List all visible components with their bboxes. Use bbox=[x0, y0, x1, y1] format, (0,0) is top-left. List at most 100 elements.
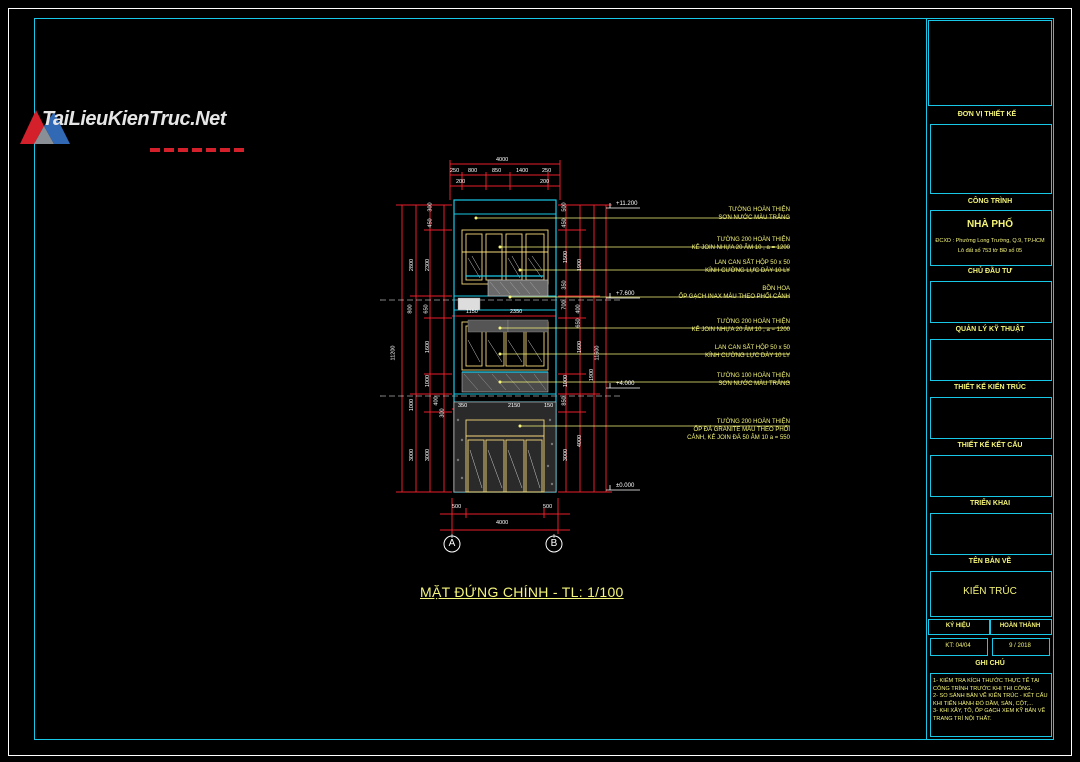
tb-hoan-thanh-cell bbox=[992, 638, 1050, 656]
tb-don-vi-box bbox=[930, 124, 1052, 194]
annotation-6: LAN CAN SẮT HỘP 50 x 50 KÍNH CƯỜNG LỰC D… bbox=[660, 344, 790, 360]
tb-ky-hieu-cell bbox=[930, 638, 988, 656]
dim-right-4: 1900 bbox=[577, 258, 584, 272]
dim-left-5: 800 bbox=[407, 304, 414, 314]
dim-mid-4: 2150 bbox=[508, 403, 521, 409]
tb-tk-kien-truc-label: THIẾT KẾ KIẾN TRÚC bbox=[954, 384, 1026, 391]
tb-note-1: 1- KIỂM TRA KÍCH THƯỚC THỰC TẾ TẠI bbox=[933, 678, 1040, 684]
dim-left-10: 1000 bbox=[409, 398, 416, 412]
annotation-8-line-2: ỐP ĐÁ GRANITE MÀU THEO PHỐI bbox=[693, 427, 790, 433]
annotation-3-line-1: LAN CAN SẮT HỘP 50 x 50 bbox=[714, 260, 790, 266]
dim-left-12: 3000 bbox=[409, 448, 416, 462]
dim-left-2: 450 bbox=[427, 218, 434, 228]
dim-left-6: 650 bbox=[423, 304, 430, 314]
annotation-1-line-1: TƯỜNG HOÀN THIỆN bbox=[728, 207, 791, 213]
outer-frame bbox=[8, 8, 1072, 756]
dim-top-3: 850 bbox=[492, 168, 502, 174]
tb-notes: 1- KIỂM TRA KÍCH THƯỚC THỰC TẾ TẠI CÔNG … bbox=[933, 678, 1049, 723]
tb-ten-ban-ve-label: TÊN BẢN VẼ bbox=[968, 558, 1012, 565]
dim-bottom-total: 4000 bbox=[496, 520, 509, 526]
tb-ky-hieu-label: KÝ HIỆU bbox=[945, 623, 971, 629]
tb-don-vi-label: ĐƠN VỊ THIẾT KẾ bbox=[957, 111, 1017, 118]
annotation-5-line-1: TƯỜNG 200 HOÀN THIỆN bbox=[716, 319, 790, 325]
grid-label-b: B bbox=[550, 538, 558, 549]
dim-bottom-3: 500 bbox=[543, 504, 553, 510]
dim-left-7: 1600 bbox=[425, 340, 432, 354]
tb-tk-ket-cau-box bbox=[930, 455, 1052, 497]
dim-left-13: 3000 bbox=[425, 448, 432, 462]
annotation-7-line-2: SƠN NƯỚC MÀU TRẮNG bbox=[718, 381, 790, 387]
tb-tk-ket-cau-label: THIẾT KẾ KẾT CẤU bbox=[957, 442, 1023, 449]
dim-top-6: 200 bbox=[456, 179, 466, 185]
tb-hoan-thanh-label: HOÀN THÀNH bbox=[999, 623, 1041, 629]
annotation-1-line-2: SƠN NƯỚC MÀU TRẮNG bbox=[718, 215, 790, 221]
dim-left-total: 11200 bbox=[390, 345, 397, 361]
tb-top-box bbox=[928, 20, 1052, 106]
annotation-2-line-2: KẺ JOIN NHỰA 20 ÂM 10 , a = 1200 bbox=[691, 245, 790, 251]
tb-hoan-thanh-header bbox=[990, 619, 1052, 635]
tb-hoan-thanh-value: 9 / 2018 bbox=[1009, 643, 1031, 649]
annotation-7: TƯỜNG 100 HOÀN THIỆN SƠN NƯỚC MÀU TRẮNG bbox=[660, 372, 790, 388]
dim-left-8: 1000 bbox=[425, 374, 432, 388]
dim-left-11: 300 bbox=[439, 408, 446, 418]
dim-mid-2: 2350 bbox=[510, 309, 523, 315]
dim-left-3: 2800 bbox=[409, 258, 416, 272]
annotation-2: TƯỜNG 200 HOÀN THIỆN KẺ JOIN NHỰA 20 ÂM … bbox=[640, 236, 790, 252]
dim-top-7: 200 bbox=[540, 179, 550, 185]
tb-ten-ban-ve-box bbox=[930, 571, 1052, 617]
annotation-4: BỒN HOA ỐP GẠCH INAX MÀU THEO PHỐI CẢNH bbox=[640, 285, 790, 301]
tb-trien-khai-box bbox=[930, 513, 1052, 555]
dim-right-2: 450 bbox=[561, 218, 568, 228]
level-4000: +4.000 bbox=[616, 381, 635, 387]
logo-mark bbox=[14, 104, 74, 152]
dim-mid-5: 150 bbox=[544, 403, 554, 409]
dim-right-3: 1500 bbox=[563, 250, 570, 264]
tb-project-name: NHÀ PHỐ bbox=[966, 219, 1014, 230]
dim-left-1: 300 bbox=[427, 202, 434, 212]
tb-quan-ly-label: QUẢN LÝ KỸ THUẬT bbox=[955, 326, 1025, 333]
dim-top-1: 250 bbox=[450, 168, 460, 174]
tb-ghi-chu-box bbox=[930, 673, 1052, 737]
dim-right-9: 1600 bbox=[577, 340, 584, 354]
annotation-5-line-2: KẺ JOIN NHỰA 20 ÂM 10 , a = 1200 bbox=[691, 327, 790, 333]
tb-address-2: Lô đất số 753 tờ BĐ số 05 bbox=[957, 248, 1023, 254]
tb-note-2: CÔNG TRÌNH TRƯỚC KHI THI CÔNG. bbox=[933, 685, 1033, 692]
dim-bottom-1: 500 bbox=[452, 504, 462, 510]
tb-note-4: KHI TIẾN HÀNH ĐỔ DẦM, SÀN, CỘT,... bbox=[933, 700, 1033, 707]
drawing-title: MẶT ĐỨNG CHÍNH - TL: 1/100 bbox=[420, 584, 624, 600]
dim-right-13: 3000 bbox=[563, 448, 570, 462]
tb-ky-hieu-value: KT: 04/04 bbox=[945, 643, 971, 649]
dim-right-1: 500 bbox=[561, 202, 568, 212]
dim-right-7: 400 bbox=[575, 304, 582, 314]
title-block-frame bbox=[926, 18, 1054, 740]
annotation-2-line-1: TƯỜNG 200 HOÀN THIỆN bbox=[716, 237, 790, 243]
level-7600: +7.600 bbox=[616, 291, 635, 297]
level-0000: ±0.000 bbox=[616, 483, 635, 489]
annotation-4-line-1: BỒN HOA bbox=[762, 286, 790, 292]
annotation-6-line-2: KÍNH CƯỜNG LỰC DÀY 10 LY bbox=[705, 353, 790, 359]
dim-mid-3: 350 bbox=[458, 403, 468, 409]
annotation-5: TƯỜNG 200 HOÀN THIỆN KẺ JOIN NHỰA 20 ÂM … bbox=[640, 318, 790, 334]
tb-tk-kien-truc-box bbox=[930, 397, 1052, 439]
dim-right-6: 700 bbox=[561, 300, 568, 310]
tb-address-1: ĐCXD : Phường Long Trường, Q.9, TP.HCM bbox=[935, 238, 1045, 244]
tb-note-6: TRANG TRÍ NỘI THẤT. bbox=[933, 715, 992, 722]
dim-mid-1: 1150 bbox=[466, 309, 478, 315]
level-11200: +11.200 bbox=[616, 201, 638, 207]
annotation-3-line-2: KÍNH CƯỜNG LỰC DÀY 10 LY bbox=[705, 268, 790, 274]
annotation-1: TƯỜNG HOÀN THIỆN SƠN NƯỚC MÀU TRẮNG bbox=[690, 206, 790, 222]
tb-drawing-name: KIẾN TRÚC bbox=[963, 586, 1017, 597]
tb-cong-trinh-label: CÔNG TRÌNH bbox=[967, 198, 1013, 205]
tb-note-5: 3- KHI XÂY, TÔ, ỐP GẠCH XEM KỸ BẢN VẼ bbox=[933, 708, 1046, 714]
dim-right-5: 350 bbox=[561, 280, 568, 290]
tb-chu-dau-tu-box bbox=[930, 281, 1052, 323]
dim-top-5: 250 bbox=[542, 168, 552, 174]
dim-right-14: 4000 bbox=[577, 434, 584, 448]
annotation-8-line-3: CẢNH, KẺ JOIN ĐÁ 50 ÂM 10 a = 550 bbox=[687, 435, 790, 441]
dim-top-4: 1400 bbox=[516, 168, 529, 174]
annotation-7-line-1: TƯỜNG 100 HOÀN THIỆN bbox=[716, 373, 790, 379]
tb-ky-hieu-header bbox=[928, 619, 990, 635]
dim-right-total: 11600 bbox=[594, 345, 601, 361]
logo-text: TaiLieuKienTruc.Net bbox=[42, 108, 226, 130]
logo-dots bbox=[150, 140, 250, 152]
